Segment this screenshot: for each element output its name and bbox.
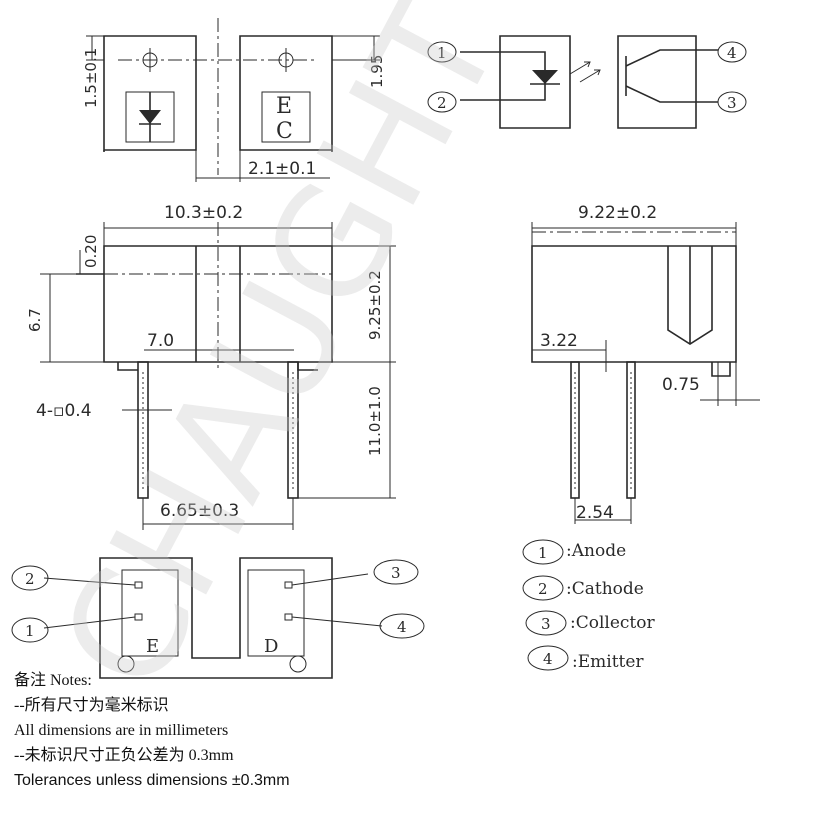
side-view: 9.22±0.2 3.22 0.75 2.54 [531, 203, 760, 524]
bottom-pin-3: 3 [391, 564, 401, 582]
top-view-letter-e: E [276, 94, 292, 119]
bottom-view-letter-d: D [264, 636, 278, 657]
notes-line-1: --所有尺寸为毫米标识 [14, 697, 169, 714]
dim-slot-top: 1.5±0.1 [82, 48, 100, 108]
top-view-letter-c: C [276, 119, 293, 144]
bottom-view: E D 2 1 3 4 [11, 557, 425, 679]
notes-line-3: --未标识尺寸正负公差为 0.3mm [14, 747, 234, 764]
dim-side-pitch: 2.54 [576, 503, 614, 523]
dim-front-pitch: 6.65±0.3 [160, 501, 239, 521]
dim-right: 1.95 [368, 55, 386, 88]
dim-front-left-height: 6.7 [26, 308, 44, 332]
bottom-pin-1: 1 [25, 622, 35, 640]
bottom-pin-2: 2 [25, 570, 35, 588]
dim-front-pin: 4-▫0.4 [36, 401, 92, 421]
dim-front-top: 0.20 [82, 235, 100, 268]
notes-block: 备注 Notes: --所有尺寸为毫米标识 All dimensions are… [14, 668, 290, 793]
dim-side-width: 9.22±0.2 [578, 203, 657, 223]
legend-num-4: 4 [543, 650, 553, 668]
schematic-pin-1: 1 [437, 44, 447, 62]
dim-side-offset: 3.22 [540, 331, 578, 351]
pin-legend: 1 :Anode 2 :Cathode 3 :Collector 4 :Emit… [522, 539, 655, 672]
legend-num-1: 1 [538, 544, 548, 562]
schematic-pin-4: 4 [727, 44, 737, 62]
notes-title: 备注 Notes: [14, 672, 92, 689]
top-view: E C 1.5±0.1 1.95 2.1±0.1 [82, 18, 386, 182]
notes-line-4: Tolerances unless dimensions ±0.3mm [14, 772, 290, 789]
dim-slot-width: 2.1±0.1 [248, 159, 316, 179]
dim-front-right-height: 9.25±0.2 [366, 270, 384, 340]
front-view: 10.3±0.2 0.20 6.7 9.25±0.2 7.0 4-▫0.4 11… [26, 203, 396, 530]
legend-label-anode: :Anode [566, 541, 626, 561]
bottom-pin-4: 4 [397, 618, 407, 636]
schematic-pin-3: 3 [727, 94, 737, 112]
dim-front-width: 10.3±0.2 [164, 203, 243, 223]
legend-label-collector: :Collector [570, 613, 655, 633]
dim-front-lead: 11.0±1.0 [366, 386, 384, 456]
notes-line-2: All dimensions are in millimeters [14, 722, 229, 739]
legend-label-cathode: :Cathode [566, 579, 644, 599]
legend-num-2: 2 [538, 580, 548, 598]
legend-label-emitter: :Emitter [572, 652, 644, 672]
schematic: 1 2 4 3 [427, 35, 747, 129]
schematic-pin-2: 2 [437, 94, 447, 112]
dim-front-slot: 7.0 [147, 331, 174, 351]
legend-num-3: 3 [541, 615, 551, 633]
bottom-view-letter-e: E [146, 636, 159, 657]
dim-side-pin: 0.75 [662, 375, 700, 395]
